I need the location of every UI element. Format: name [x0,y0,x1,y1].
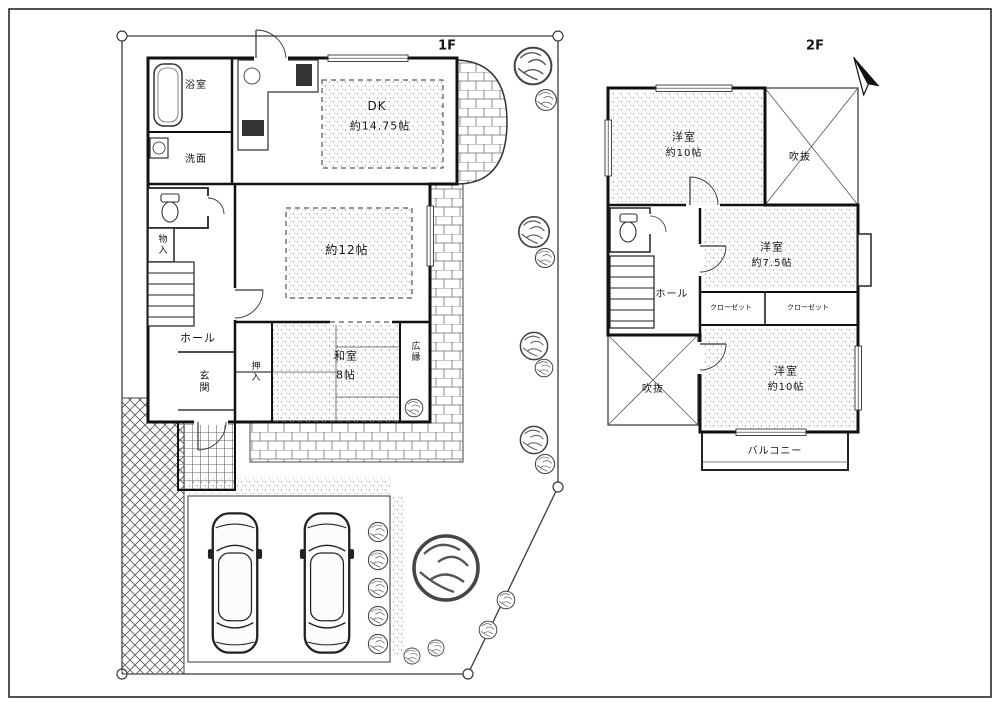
doors-windows-1f [194,29,434,451]
tree-icon [534,358,554,378]
shrub-icon [367,549,389,571]
void-bottom-label: 吹抜 [642,384,664,395]
tree-icon [519,425,549,455]
room-label-entrance: 玄関 [197,370,208,394]
shrub-icon [403,647,421,665]
shrub-icon [427,639,445,657]
tree-icon [535,89,557,111]
room-label-storage: 物入 [156,234,167,256]
bedroom1-area [611,91,762,202]
stairs-2f [609,255,655,329]
tree-icon [534,247,556,269]
parking-area [187,478,404,663]
door-swing [689,176,719,206]
shrub-icon [367,521,389,543]
car-icon [206,512,264,654]
shrub-icon [496,590,516,610]
door-swing [197,421,227,451]
curved-terrace [456,59,508,185]
shrub-icon [478,620,498,640]
toilet-room-1f [147,187,225,229]
stove-icon [296,64,312,86]
door-swing [699,343,727,371]
floor2-plan [604,84,872,471]
room-size-bedroom1: 約10帖 [665,148,703,159]
room-size-dk: 約14.75帖 [349,119,411,133]
room-label-bedroom2: 洋室 [760,240,784,254]
room-size-bedroom3: 約10帖 [767,382,805,393]
appliance-icon [242,120,264,136]
toilet-room-2f [609,207,667,253]
door-swing [207,197,225,215]
floor1-label: 1F [438,38,456,54]
washer-icon [149,137,169,159]
dk-room-area [321,79,444,169]
kitchen-counter [237,59,319,151]
room-label-dk: DK [367,99,387,113]
toilet-icon [160,193,180,203]
door-swing [255,29,287,59]
door-swing [234,289,264,319]
toilet-icon [619,213,638,223]
room-label-veranda: 広縁 [409,341,420,363]
room-label-washroom: 洗面 [185,154,207,165]
stairs-1f [147,261,195,327]
void-bottom [607,334,699,426]
balcony-label: バルコニー [747,446,803,457]
tatami-grid [272,322,400,422]
room-label-bedroom3: 洋室 [774,364,798,378]
room-label-bath: 浴室 [185,80,207,91]
bedroom2-area [703,208,855,289]
room-label-closet1: クローゼット [710,303,752,312]
tree-icon [534,453,556,475]
tree-icon [519,331,549,361]
room-label-hall-2f: ホール [655,289,689,300]
bedroom3-area [703,328,855,429]
room-size-tatami: 8帖 [336,368,356,382]
room-size-bedroom2: 約7.5帖 [751,258,793,269]
bay-window [857,233,872,287]
shrub-icon [367,577,389,599]
door-swing [699,245,727,273]
void-top-label: 吹抜 [789,152,811,163]
living-room-area [285,207,413,299]
bathroom-fixtures [149,63,183,159]
garden-hatch-area [121,397,185,675]
plant-icon [404,398,424,418]
room-label-hall-1f: ホール [180,331,216,345]
tree-icon [412,534,480,602]
void-top [764,87,859,206]
room-label-tatami: 和室 [334,349,358,363]
room-size-living: 約12帖 [325,243,369,257]
tree-icon [517,215,551,249]
shrub-icon [367,633,389,655]
doors-windows-2f [604,84,862,436]
room-label-closet2: クローゼット [787,303,829,312]
door-swing [649,215,667,233]
floor2-label: 2F [806,38,824,54]
bathtub-icon [153,63,183,127]
car-icon [298,512,356,654]
room-label-bedroom1: 洋室 [672,130,696,144]
shrub-icon [367,605,389,627]
room-label-oshiire: 押入 [249,361,260,383]
sink-icon [243,67,261,85]
entrance-porch [177,421,236,491]
floor1-plan [116,29,564,680]
tree-icon [513,46,553,86]
